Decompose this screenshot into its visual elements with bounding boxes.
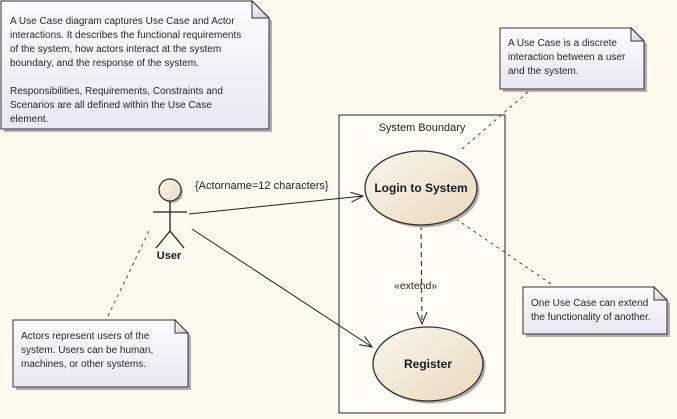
note-fold-icon	[653, 285, 669, 301]
system-boundary-label: System Boundary	[378, 122, 466, 134]
usecase-register-label: Register	[403, 357, 453, 371]
usecase-login-label: Login to System	[374, 181, 468, 195]
note-actor	[12, 319, 189, 388]
note-fold-icon	[251, 0, 271, 19]
usecase-login-ellipse	[364, 150, 478, 226]
note-fold-icon	[630, 26, 646, 42]
association-user-register	[191, 228, 374, 348]
note-extend	[522, 286, 668, 335]
notelink-actor-note	[107, 230, 150, 317]
extend-stereotype-label: «extend»	[394, 280, 438, 292]
notelink-usecase-definition	[461, 91, 529, 150]
actor-head	[158, 178, 182, 202]
actor-label: User	[156, 250, 182, 262]
actor-limbs	[153, 201, 187, 249]
note-usecase-overview-text: A Use Case diagram captures Use Case and…	[10, 16, 242, 125]
note-usecase-definition	[499, 27, 645, 90]
note-usecase-definition-text: A Use Case is a discrete interaction bet…	[508, 38, 626, 77]
note-fold-icon	[174, 318, 190, 334]
extend-dependency-arrow	[416, 224, 428, 326]
note-actor-text: Actors represent users of the system. Us…	[21, 331, 154, 370]
constraint-label: {Actorname=12 characters}	[195, 180, 329, 192]
notelink-extend-note	[455, 218, 555, 287]
association-user-login	[188, 191, 365, 215]
usecase-register-ellipse	[372, 326, 484, 402]
note-usecase-overview	[0, 0, 270, 130]
note-extend-text: One Use Case can extend the functionalit…	[531, 298, 651, 323]
actor-user-figure	[153, 178, 187, 249]
